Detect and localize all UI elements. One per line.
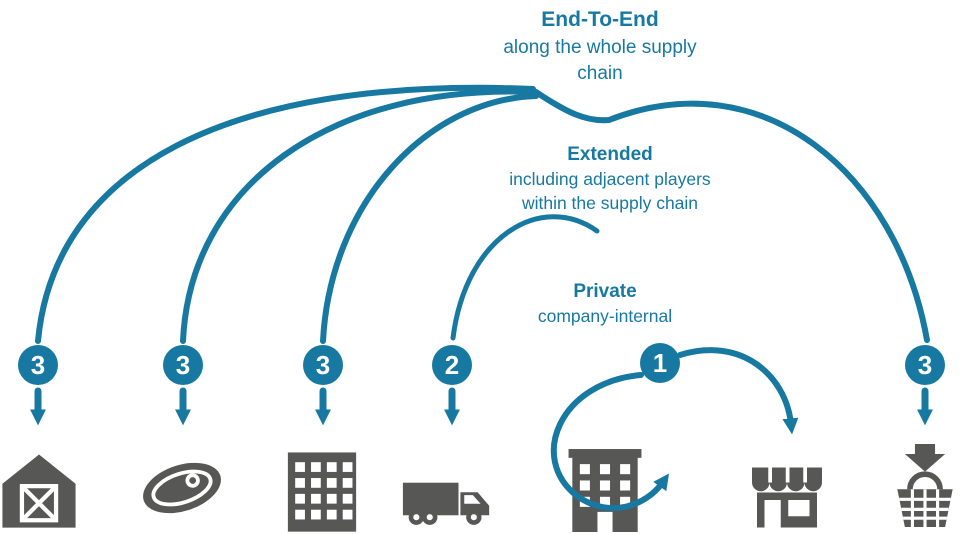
badge-consumer: 3: [905, 345, 945, 385]
curve-e2e-to-manufacturer: [320, 93, 539, 344]
store-window: [788, 500, 810, 517]
factory-building-icon: [287, 452, 357, 532]
truck-icon: [402, 482, 490, 525]
steak-icon: [143, 462, 221, 514]
badge-company: 1: [640, 343, 680, 383]
barn-icon: [2, 454, 76, 528]
badge-manufacturer: 3: [303, 345, 343, 385]
end-to-end-label: End-To-End along the whole supply chain: [430, 8, 770, 86]
end-to-end-curves: [35, 84, 930, 344]
store-door: [764, 500, 781, 528]
extended-subtitle-line2: within the supply chain: [521, 192, 699, 213]
private-label: Private company-internal: [470, 281, 740, 329]
curve-private-loop: [550, 372, 670, 512]
storefront-icon: [752, 467, 822, 528]
barn-door: [19, 483, 59, 523]
truck-window: [464, 495, 481, 504]
badge-logistics: 2: [432, 345, 472, 385]
store-awning: [752, 467, 822, 492]
extended-label: Extended including adjacent players with…: [440, 144, 780, 215]
steak-shape: [143, 462, 221, 514]
down-arrows: [30, 387, 933, 426]
extended-subtitle-line1: including adjacent players: [509, 169, 711, 189]
basket-handle: [907, 471, 943, 490]
curve-e2e-to-farm: [35, 84, 536, 344]
curve-extended-to-logistics: [450, 214, 600, 341]
private-title: Private: [573, 281, 637, 302]
office-roof: [568, 449, 642, 458]
curve-e2e-to-consumer: [533, 89, 930, 343]
badge-meat: 3: [163, 345, 203, 385]
basket-arrow-icon: [897, 444, 953, 527]
end-to-end-subtitle-line1: along the whole supply: [503, 37, 697, 58]
end-to-end-subtitle-line2: chain: [577, 62, 623, 84]
office-door: [597, 511, 613, 532]
badge-farm: 3: [18, 345, 58, 385]
truck-wheels: [408, 509, 482, 525]
curve-e2e-to-meat: [180, 88, 537, 344]
extended-title: Extended: [567, 144, 653, 165]
basket-grid: [897, 489, 953, 527]
private-curves: [550, 347, 799, 512]
curve-private-to-retail: [677, 347, 799, 435]
end-to-end-title: End-To-End: [541, 8, 659, 31]
factory-windows: [295, 462, 353, 520]
private-subtitle-line1: company-internal: [537, 306, 673, 326]
into-basket-arrow: [904, 444, 946, 472]
